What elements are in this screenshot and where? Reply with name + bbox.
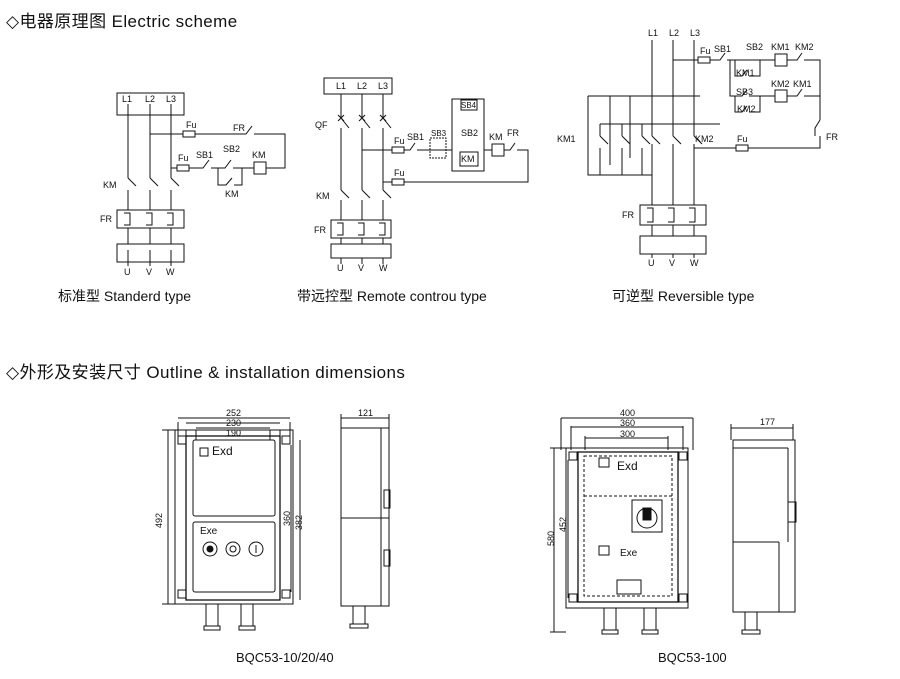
svg-text:SB2: SB2: [223, 144, 240, 154]
svg-text:KM: KM: [225, 189, 239, 199]
standard-type-diagram: L1 L2 L3 KM FR U V W Fu FR Fu SB1 SB2 KM: [100, 92, 286, 277]
svg-text:Fu: Fu: [394, 136, 405, 146]
svg-text:V: V: [669, 258, 675, 268]
svg-text:W: W: [379, 263, 388, 273]
svg-text:V: V: [358, 263, 364, 273]
svg-text:SB2: SB2: [461, 128, 478, 138]
reversible-type-diagram: L1 L2 L3 KM1 KM2 FR U V W Fu SB1 SB2 KM1…: [557, 28, 838, 268]
svg-text:580: 580: [546, 531, 556, 546]
svg-text:FR: FR: [314, 225, 326, 235]
svg-text:L2: L2: [357, 81, 367, 91]
small-enclosure-side-view: 121: [340, 408, 391, 629]
svg-text:L3: L3: [166, 94, 176, 104]
svg-text:FR: FR: [826, 132, 838, 142]
svg-text:L1: L1: [336, 81, 346, 91]
svg-text:FR: FR: [233, 123, 245, 133]
svg-text:L2: L2: [145, 94, 155, 104]
svg-text:KM: KM: [461, 154, 475, 164]
remote-type-caption: 带远控型 Remote controu type: [297, 288, 487, 304]
svg-text:KM1: KM1: [736, 68, 755, 78]
svg-text:400: 400: [620, 408, 635, 418]
svg-text:Exd: Exd: [617, 459, 638, 473]
svg-text:Fu: Fu: [186, 120, 197, 130]
svg-text:452: 452: [558, 517, 568, 532]
outline-dimensions-title: ◇外形及安装尺寸 Outline & installation dimensio…: [6, 363, 406, 382]
model-small-label: BQC53-10/20/40: [236, 650, 334, 665]
svg-text:V: V: [146, 267, 152, 277]
remote-type-diagram: L1 L2 L3 QF KM FR U V W Fu SB1 SB3 SB4 S…: [314, 77, 529, 273]
svg-text:KM2: KM2: [737, 104, 756, 114]
svg-text:190: 190: [226, 428, 241, 438]
svg-text:Exe: Exe: [620, 548, 638, 559]
svg-text:L1: L1: [648, 28, 658, 38]
svg-text:KM: KM: [103, 180, 117, 190]
svg-text:KM: KM: [316, 191, 330, 201]
svg-text:SB3: SB3: [736, 87, 753, 97]
svg-text:W: W: [166, 267, 175, 277]
svg-text:FR: FR: [100, 214, 112, 224]
svg-text:230: 230: [226, 418, 241, 428]
svg-text:SB1: SB1: [714, 44, 731, 54]
model-large-label: BQC53-100: [658, 650, 727, 665]
svg-text:Fu: Fu: [394, 168, 405, 178]
svg-text:SB1: SB1: [196, 150, 213, 160]
svg-text:L3: L3: [690, 28, 700, 38]
svg-text:KM2: KM2: [771, 79, 790, 89]
svg-text:KM: KM: [489, 132, 503, 142]
svg-text:SB4: SB4: [461, 101, 477, 110]
svg-text:Fu: Fu: [178, 153, 189, 163]
svg-text:QF: QF: [315, 120, 328, 130]
svg-text:SB3: SB3: [431, 129, 447, 138]
large-enclosure-side-view: 177: [730, 417, 797, 635]
svg-text:L3: L3: [378, 81, 388, 91]
svg-text:382: 382: [294, 515, 304, 530]
svg-text:360: 360: [620, 418, 635, 428]
large-enclosure-front-view: 400 360 300 Exd Exe 580 452: [546, 408, 694, 635]
svg-text:U: U: [648, 258, 655, 268]
svg-text:KM1: KM1: [793, 79, 812, 89]
svg-text:KM1: KM1: [557, 134, 576, 144]
svg-text:Exe: Exe: [200, 526, 218, 537]
svg-text:360: 360: [282, 511, 292, 526]
svg-text:Fu: Fu: [737, 134, 748, 144]
electric-scheme-title: ◇电器原理图 Electric scheme: [6, 12, 238, 31]
svg-text:FR: FR: [507, 128, 519, 138]
svg-text:KM: KM: [252, 150, 266, 160]
svg-text:Exd: Exd: [212, 444, 233, 458]
svg-text:L1: L1: [122, 94, 132, 104]
svg-text:Fu: Fu: [700, 46, 711, 56]
svg-text:FR: FR: [622, 210, 634, 220]
standard-type-caption: 标准型 Standerd type: [58, 288, 192, 304]
svg-text:KM1: KM1: [771, 42, 790, 52]
svg-text:SB1: SB1: [407, 132, 424, 142]
svg-text:177: 177: [760, 417, 775, 427]
svg-text:U: U: [124, 267, 131, 277]
svg-text:U: U: [337, 263, 344, 273]
svg-text:L2: L2: [669, 28, 679, 38]
svg-text:300: 300: [620, 429, 635, 439]
svg-text:KM2: KM2: [695, 134, 714, 144]
svg-text:KM2: KM2: [795, 42, 814, 52]
reversible-type-caption: 可逆型 Reversible type: [612, 288, 755, 304]
svg-text:121: 121: [358, 408, 373, 418]
svg-text:W: W: [690, 258, 699, 268]
svg-text:SB2: SB2: [746, 42, 763, 52]
svg-text:252: 252: [226, 408, 241, 418]
svg-text:492: 492: [154, 513, 164, 528]
small-enclosure-front-view: 252 . 230 190 Exd Exe 492 360 382: [154, 408, 304, 631]
